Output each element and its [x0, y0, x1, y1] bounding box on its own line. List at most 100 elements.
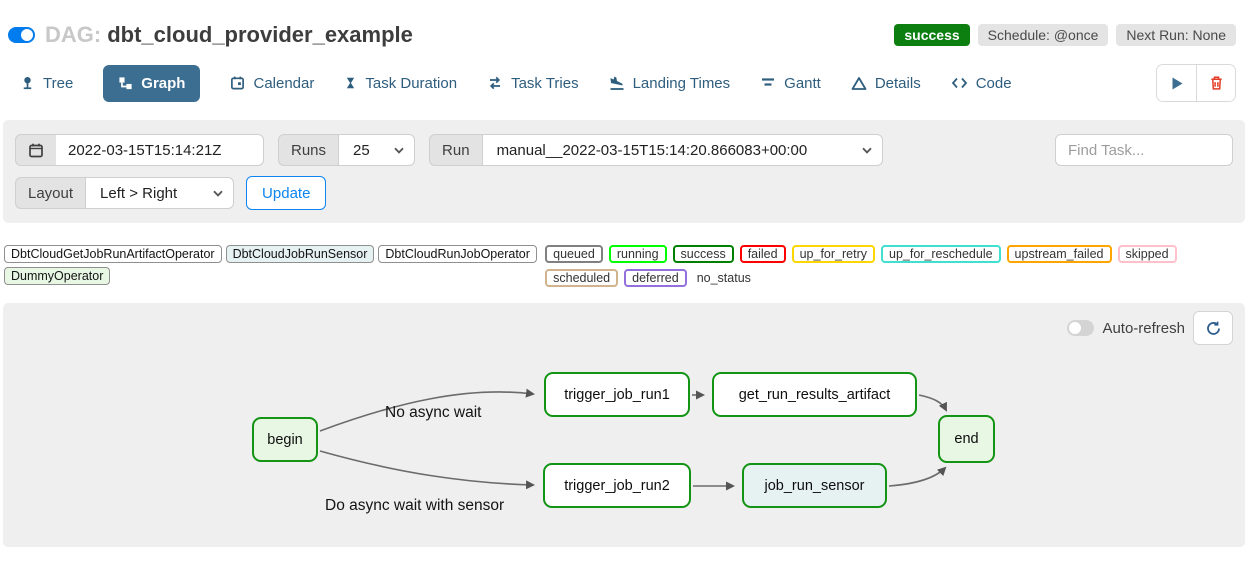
tab-graph[interactable]: Graph — [103, 64, 201, 102]
base-date-calendar-button[interactable] — [15, 134, 56, 166]
legend: DbtCloudGetJobRunArtifactOperator DbtClo… — [0, 245, 1248, 287]
run-select-group: Run manual__2022-03-15T15:14:20.866083+0… — [429, 134, 883, 166]
dag-prefix-label: DAG: — [45, 22, 102, 47]
layout-label: Layout — [15, 177, 87, 209]
filter-row-1: Runs 25 Run manual__2022-03-15T15:14:20.… — [15, 134, 1233, 166]
play-icon — [1170, 76, 1184, 91]
status-badge-running[interactable]: running — [608, 245, 667, 263]
view-tabs: Tree Graph Calendar Task Duration Task T… — [0, 64, 1248, 102]
tab-label: Calendar — [253, 74, 315, 92]
operator-badge: DbtCloudJobRunSensor — [225, 245, 375, 263]
edge-label-async-sensor: Do async wait with sensor — [325, 497, 505, 514]
dag-edges — [319, 388, 947, 491]
auto-refresh-controls: Auto-refresh — [1067, 311, 1233, 345]
task-node-trigger-job-run2[interactable]: trigger_job_run2 — [543, 463, 691, 508]
graph-icon — [118, 76, 133, 91]
trigger-dag-button[interactable] — [1157, 65, 1196, 101]
tree-icon — [20, 75, 35, 91]
status-badge-up-for-reschedule[interactable]: up_for_reschedule — [881, 245, 1001, 263]
status-badge-queued[interactable]: queued — [545, 245, 603, 263]
edge-artifact-end — [918, 394, 947, 412]
status-badge-up-for-retry[interactable]: up_for_retry — [791, 245, 875, 263]
tab-label: Gantt — [784, 74, 821, 92]
tab-landing-times[interactable]: Landing Times — [609, 74, 731, 92]
num-runs-select[interactable]: 25 — [339, 134, 416, 166]
num-runs-group: Runs 25 — [278, 134, 416, 166]
tab-gantt[interactable]: Gantt — [760, 75, 821, 92]
hourglass-icon — [344, 75, 357, 91]
status-label-no-status: no_status — [696, 271, 751, 285]
dag-header: DAG:dbt_cloud_provider_example success S… — [0, 0, 1248, 48]
tab-tree[interactable]: Tree — [20, 75, 73, 92]
repeat-icon — [487, 75, 503, 91]
refresh-icon — [1205, 320, 1222, 337]
find-task-input[interactable] — [1055, 134, 1233, 166]
page-title: DAG:dbt_cloud_provider_example — [45, 22, 413, 48]
edge-label-no-async: No async wait — [385, 404, 482, 421]
status-badge-failed[interactable]: failed — [739, 245, 786, 263]
triangle-icon — [851, 76, 867, 91]
operator-badge: DbtCloudRunJobOperator — [378, 245, 537, 263]
toggle-knob-icon — [1069, 322, 1082, 334]
edge-begin-trigger2 — [319, 450, 535, 490]
code-icon — [951, 76, 968, 90]
operator-badge: DbtCloudGetJobRunArtifactOperator — [4, 245, 222, 263]
status-legend: queued running success failed up_for_ret… — [545, 245, 1244, 287]
status-badge-scheduled[interactable]: scheduled — [545, 269, 619, 287]
plane-landing-icon — [609, 75, 625, 91]
tab-label: Graph — [141, 74, 186, 92]
layout-select[interactable]: Left > Right — [86, 177, 235, 209]
refresh-button[interactable] — [1193, 311, 1233, 345]
tab-task-tries[interactable]: Task Tries — [487, 75, 579, 92]
auto-refresh-label: Auto-refresh — [1102, 319, 1185, 337]
delete-dag-button[interactable] — [1196, 65, 1235, 101]
chevron-down-icon — [213, 190, 223, 197]
status-badge-success[interactable]: success — [672, 245, 734, 263]
task-node-job-run-sensor[interactable]: job_run_sensor — [742, 463, 887, 508]
graph-canvas: Auto-refresh No async wait Do async wait… — [3, 303, 1245, 547]
run-label: Run — [429, 134, 483, 166]
tab-label: Task Tries — [511, 74, 579, 92]
edge-sensor-end — [888, 466, 947, 487]
run-value: manual__2022-03-15T15:14:20.866083+00:00 — [496, 141, 808, 159]
task-node-end[interactable]: end — [938, 415, 995, 463]
header-badges: success Schedule: @once Next Run: None — [894, 24, 1236, 46]
task-node-get-run-results-artifact[interactable]: get_run_results_artifact — [712, 372, 917, 417]
operator-legend: DbtCloudGetJobRunArtifactOperator DbtClo… — [4, 245, 545, 285]
calendar-icon — [230, 75, 245, 91]
dag-name: dbt_cloud_provider_example — [107, 22, 413, 47]
tab-label: Details — [874, 74, 921, 92]
task-node-begin[interactable]: begin — [252, 417, 318, 462]
edge-begin-trigger1 — [319, 388, 535, 432]
base-date-input[interactable] — [56, 134, 264, 166]
tab-details[interactable]: Details — [851, 75, 921, 92]
operator-badge: DummyOperator — [4, 267, 111, 285]
num-runs-value: 25 — [353, 141, 370, 159]
runs-label: Runs — [278, 134, 340, 166]
trash-icon — [1209, 75, 1224, 91]
layout-group: Layout Left > Right — [15, 177, 235, 209]
status-badge-deferred[interactable]: deferred — [624, 269, 687, 287]
tab-label: Landing Times — [632, 74, 731, 92]
base-date-group — [15, 134, 264, 166]
tab-label: Tree — [43, 74, 74, 92]
status-badge-upstream-failed[interactable]: upstream_failed — [1006, 245, 1112, 263]
toggle-knob-icon — [21, 29, 33, 41]
tab-label: Task Duration — [365, 74, 458, 92]
schedule-badge: Schedule: @once — [977, 24, 1109, 46]
run-select[interactable]: manual__2022-03-15T15:14:20.866083+00:00 — [482, 134, 883, 166]
auto-refresh-toggle[interactable] — [1067, 320, 1095, 336]
tab-calendar[interactable]: Calendar — [230, 75, 314, 92]
layout-value: Left > Right — [100, 184, 178, 202]
gantt-icon — [760, 76, 776, 90]
status-badge-skipped[interactable]: skipped — [1117, 245, 1177, 263]
update-button[interactable]: Update — [246, 176, 327, 210]
filter-panel: Runs 25 Run manual__2022-03-15T15:14:20.… — [3, 120, 1245, 223]
next-run-badge: Next Run: None — [1116, 24, 1236, 46]
calendar-icon — [28, 142, 44, 159]
dag-pause-toggle[interactable] — [8, 27, 35, 43]
dag-status-badge: success — [894, 24, 970, 46]
tab-code[interactable]: Code — [951, 75, 1012, 92]
task-node-trigger-job-run1[interactable]: trigger_job_run1 — [544, 372, 690, 417]
tab-task-duration[interactable]: Task Duration — [344, 75, 457, 92]
